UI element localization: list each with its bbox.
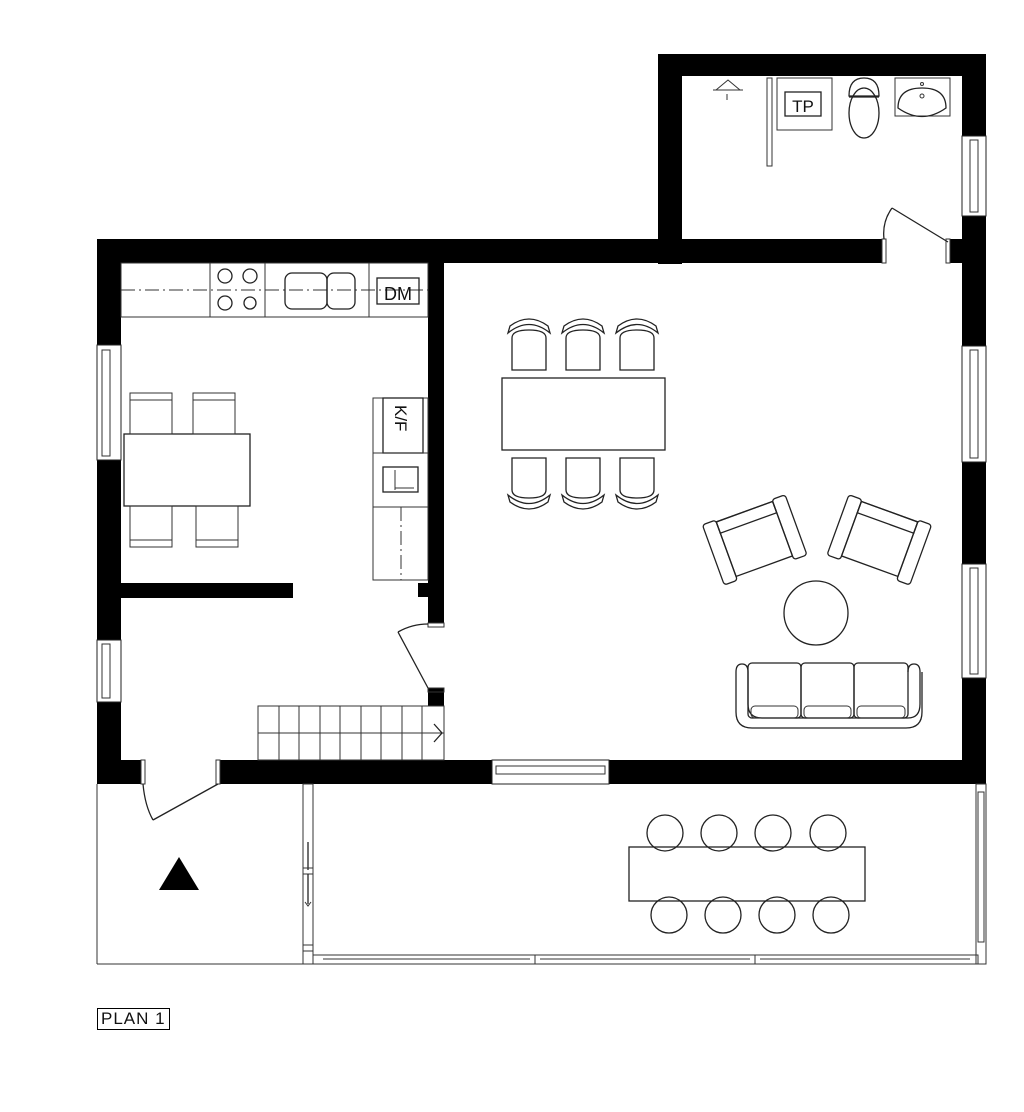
- chair-icon: [614, 457, 660, 510]
- windows: [96, 135, 987, 785]
- stairs: [257, 705, 445, 761]
- shower-icon: [713, 79, 743, 100]
- bathroom: TP: [713, 77, 951, 264]
- dm-label: DM: [384, 284, 412, 304]
- kf-label: K/F: [391, 405, 410, 431]
- armchair-icon: [827, 494, 932, 585]
- plan-title: PLAN 1: [97, 1008, 170, 1030]
- chair-icon: [506, 318, 552, 371]
- sink-icon: [894, 77, 951, 118]
- north-marker-icon: [159, 857, 199, 890]
- walls: [97, 54, 986, 784]
- chair-icon: [506, 457, 552, 510]
- hall: [140, 622, 445, 821]
- toilet-icon: [848, 77, 880, 139]
- kitchen: DM K/F: [120, 262, 429, 581]
- sofa-icon: [735, 662, 923, 729]
- chair-icon: [560, 318, 606, 371]
- living-room: [501, 318, 932, 729]
- armchair-icon: [702, 494, 807, 585]
- tp-label: TP: [792, 97, 814, 116]
- terrace: [96, 783, 987, 965]
- chair-icon: [614, 318, 660, 371]
- chair-icon: [560, 457, 606, 510]
- bath-door: [881, 207, 951, 264]
- coffee-table: [783, 580, 849, 646]
- entry-door: [140, 759, 221, 821]
